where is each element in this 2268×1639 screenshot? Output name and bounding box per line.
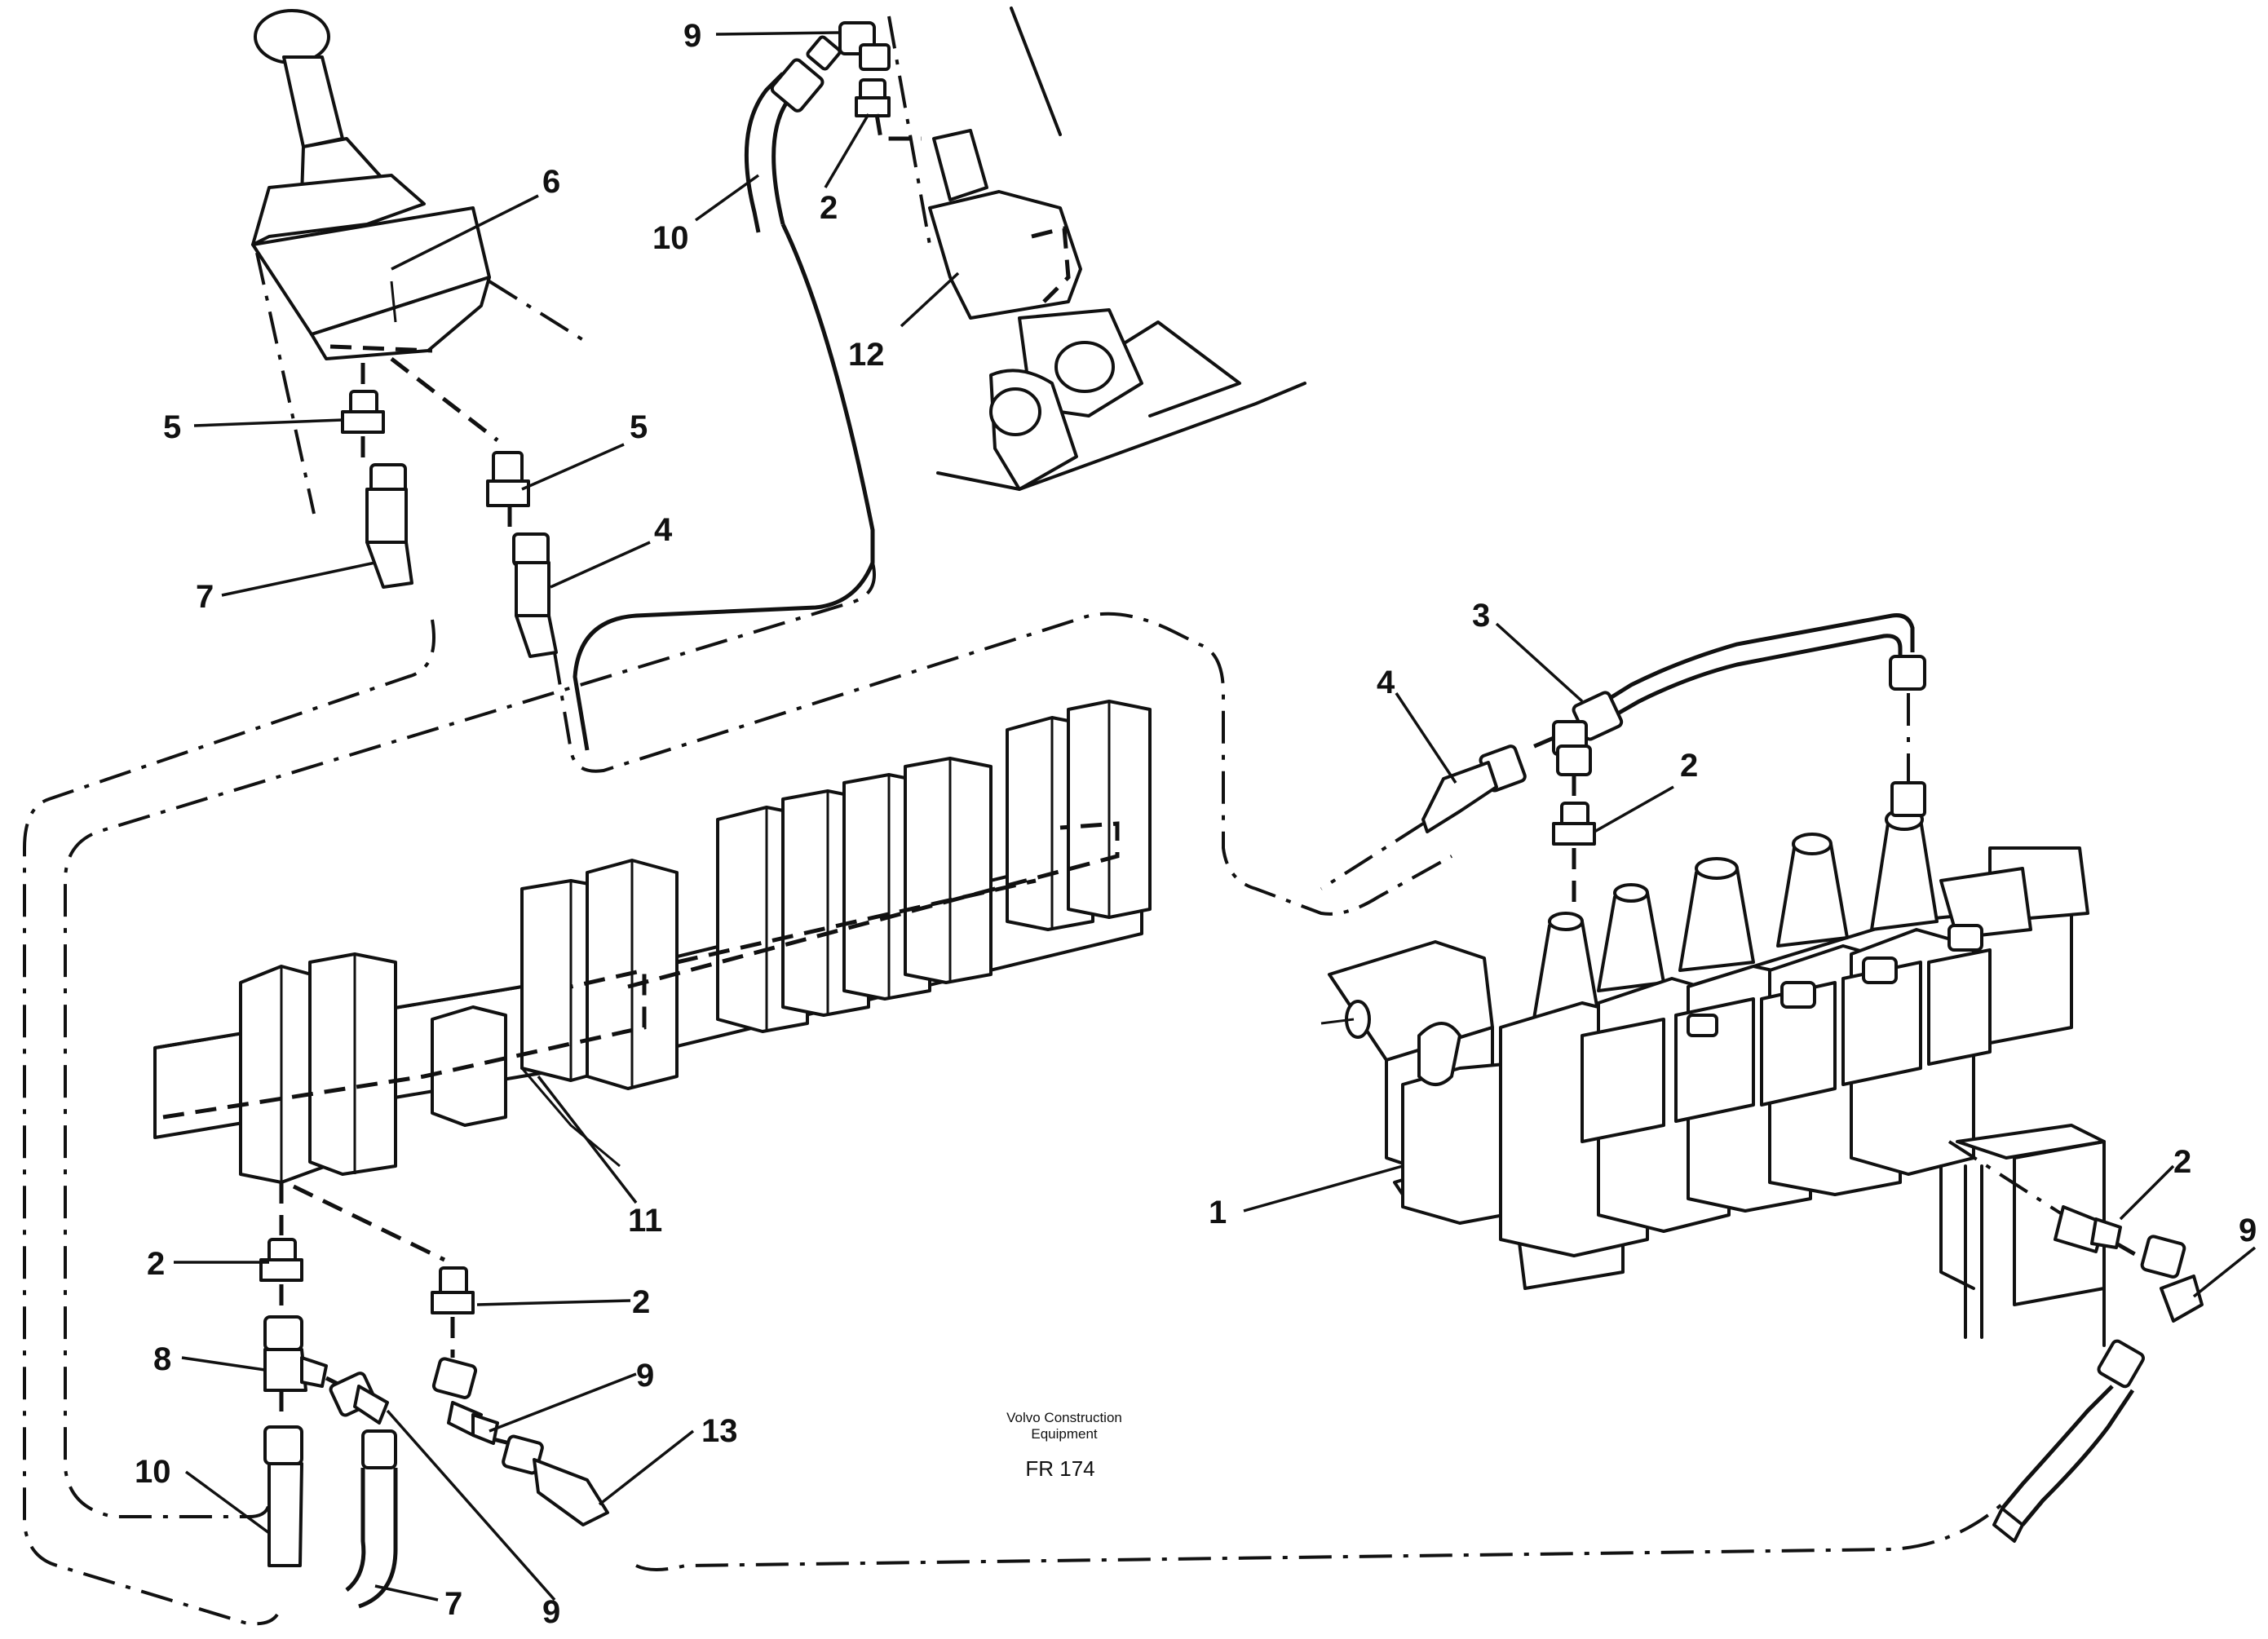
callout-7-bottom: 7 <box>444 1586 462 1622</box>
manifold-blocks <box>153 700 1152 1184</box>
callout-labels: 6 5 5 4 7 9 2 10 12 3 4 2 11 1 2 9 2 8 1… <box>135 18 2257 1630</box>
callout-1: 1 <box>1209 1195 1227 1230</box>
callout-9-top: 9 <box>683 18 701 54</box>
callout-9-lower-mid: 9 <box>636 1358 654 1394</box>
callout-6: 6 <box>542 164 560 200</box>
top-hose-assembly <box>573 21 922 751</box>
stamp-line-1: Volvo Construction <box>1006 1410 1122 1425</box>
right-fittings <box>1947 1140 2204 1543</box>
routing-lines <box>23 562 2008 1626</box>
lever-fittings <box>341 357 558 658</box>
callout-5-right: 5 <box>630 409 648 445</box>
callout-12: 12 <box>848 337 885 373</box>
callout-8: 8 <box>153 1341 171 1377</box>
cylinder-assembly <box>887 7 1306 491</box>
main-valve <box>1320 808 2106 1347</box>
callout-13: 13 <box>701 1413 738 1449</box>
callout-11: 11 <box>628 1203 662 1239</box>
lower-fittings <box>259 1182 609 1609</box>
manufacturer-stamp: Volvo Construction Equipment FR 174 <box>1006 1410 1122 1481</box>
callout-9-bottom: 9 <box>542 1594 560 1630</box>
callout-2-right: 2 <box>2173 1144 2191 1180</box>
callout-2-lower-left: 2 <box>147 1246 165 1282</box>
callout-10-top: 10 <box>652 220 689 256</box>
callout-7-top: 7 <box>196 579 214 615</box>
callout-4-lever: 4 <box>654 512 673 548</box>
leader-lines <box>174 31 2257 1601</box>
callout-4-valve: 4 <box>1377 665 1395 700</box>
callout-9-right: 9 <box>2239 1213 2257 1248</box>
stamp-line-2: Equipment <box>1031 1426 1098 1442</box>
callout-2-lower-mid: 2 <box>632 1284 650 1320</box>
callout-10-bottom: 10 <box>135 1454 171 1490</box>
valve-top-fittings <box>1320 613 1926 905</box>
callout-3: 3 <box>1472 598 1490 634</box>
control-lever-assembly <box>251 9 589 515</box>
callout-2-top: 2 <box>820 190 838 226</box>
callout-2-valve: 2 <box>1680 748 1698 784</box>
figure-code: FR 174 <box>1025 1456 1094 1481</box>
callout-5-left: 5 <box>163 409 181 445</box>
